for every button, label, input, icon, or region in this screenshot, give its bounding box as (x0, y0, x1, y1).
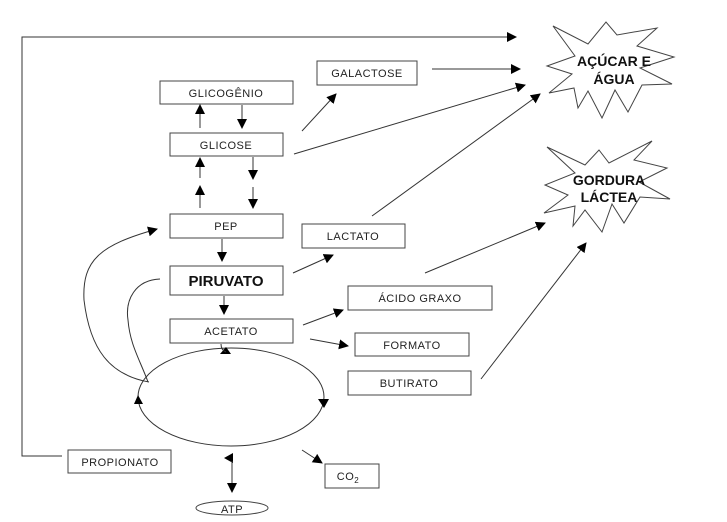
arrow-lactato-to-acucar (371, 93, 541, 217)
co2-subscript: 2 (354, 476, 359, 485)
propionato-feedback-line (21, 32, 517, 457)
galactose-label: GALACTOSE (331, 68, 403, 80)
co2-label: CO2 (337, 471, 360, 485)
node-acetato: ACETATO (169, 318, 294, 344)
arrow-cycle-to-pep (83, 226, 158, 383)
node-propionato: PROPIONATO (67, 449, 172, 474)
node-acido-graxo: ÁCIDO GRAXO (347, 285, 493, 311)
butirato-label: BUTIRATO (380, 378, 439, 390)
co2-main: CO (337, 471, 355, 483)
arrow-acetato-to-cycle (220, 343, 227, 353)
propionato-label: PROPIONATO (81, 457, 158, 469)
gordura-lactea-line1: GORDURA (573, 172, 645, 188)
cycle-arrow-bottom (224, 453, 233, 463)
acucar-agua-line1: AÇÚCAR E (577, 52, 651, 69)
arrow-acido-graxo-to-gordura (424, 221, 546, 274)
arrow-acetato-to-acido-graxo (302, 308, 344, 326)
glicogenio-label: GLICOGÊNIO (189, 87, 264, 100)
arrow-glicose-to-galactose (301, 93, 337, 132)
gordura-lactea-line2: LÁCTEA (581, 189, 638, 205)
arrow-butirato-to-gordura (480, 242, 587, 380)
atp-label: ATP (221, 504, 243, 516)
cycle-ellipse (137, 347, 325, 447)
node-piruvato: PIRUVATO (169, 265, 284, 296)
acetato-label: ACETATO (204, 326, 258, 338)
node-atp: ATP (195, 500, 269, 516)
line-piruvato-to-cycle (126, 278, 161, 383)
formato-label: FORMATO (383, 340, 440, 352)
acido-graxo-label: ÁCIDO GRAXO (378, 292, 461, 305)
node-glicogenio: GLICOGÊNIO (159, 80, 294, 105)
node-co2: CO2 (324, 463, 380, 489)
cycle-arrow-left (134, 395, 143, 404)
node-galactose: GALACTOSE (316, 60, 418, 86)
acucar-agua-burst: AÇÚCAR E ÁGUA (545, 21, 676, 120)
node-butirato: BUTIRATO (347, 370, 472, 396)
node-pep: PEP (169, 213, 284, 239)
arrow-cycle-to-co2 (301, 449, 323, 464)
piruvato-label: PIRUVATO (188, 273, 263, 290)
cycle-arrow-top (220, 347, 231, 354)
acucar-agua-line2: ÁGUA (593, 71, 634, 87)
node-formato: FORMATO (354, 332, 470, 357)
gordura-lactea-burst: GORDURA LÁCTEA (543, 140, 671, 234)
node-lactato: LACTATO (301, 223, 406, 249)
lactato-label: LACTATO (327, 231, 379, 243)
glicose-label: GLICOSE (200, 140, 252, 152)
pep-label: PEP (214, 221, 238, 233)
arrow-glicose-to-acucar (293, 82, 526, 155)
node-glicose: GLICOSE (169, 132, 284, 157)
arrow-acetato-to-formato (309, 338, 349, 350)
arrow-piruvato-to-lactato (292, 254, 334, 274)
cycle-arrow-right (318, 399, 329, 408)
